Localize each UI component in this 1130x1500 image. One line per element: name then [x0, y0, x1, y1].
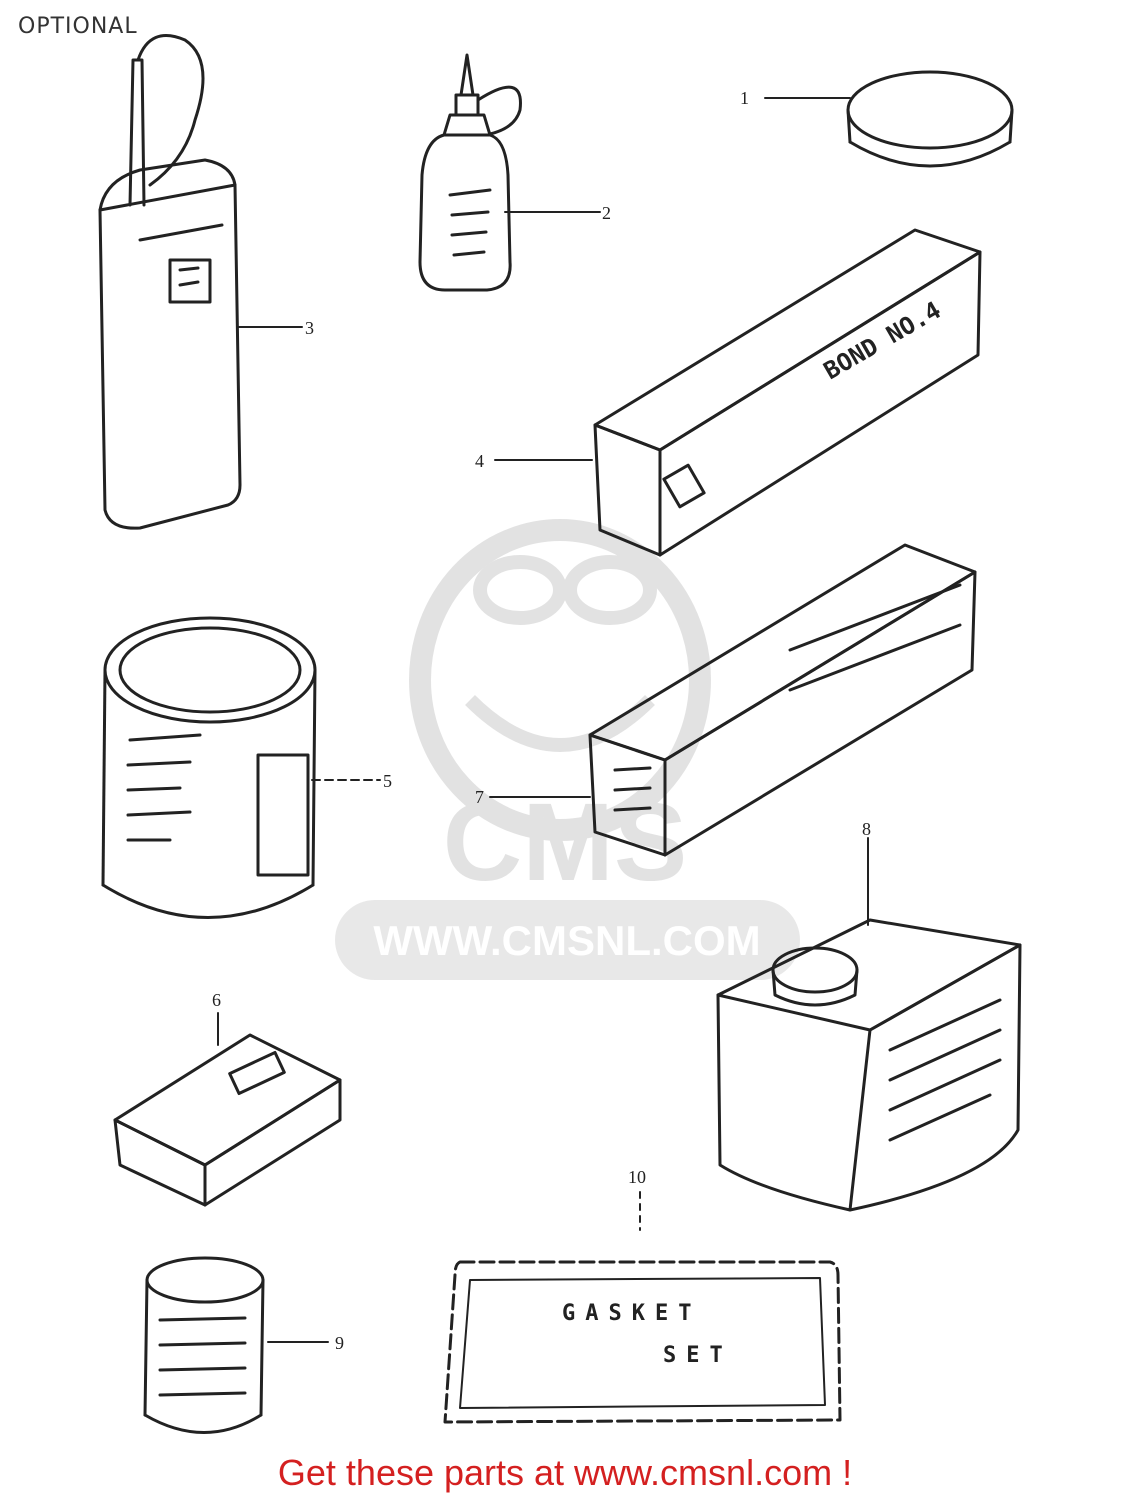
part-3-oil-can[interactable] — [100, 36, 240, 529]
leader-lines — [218, 98, 868, 1342]
part-10-gasket-set[interactable] — [445, 1262, 840, 1422]
part-6-small-box[interactable] — [115, 1035, 340, 1205]
callout-9[interactable]: 9 — [335, 1333, 344, 1353]
watermark-brand: CMS — [443, 781, 687, 904]
gasket-label-line1: GASKET — [562, 1301, 701, 1326]
footer-link[interactable]: Get these parts at www.cmsnl.com ! — [277, 1452, 853, 1493]
cms-watermark: CMS WWW.CMSNL.COM — [335, 530, 800, 980]
callout-10[interactable]: 10 — [628, 1167, 646, 1187]
part-1-cap[interactable] — [848, 72, 1012, 166]
page-title: OPTIONAL — [18, 14, 138, 39]
callout-6[interactable]: 6 — [212, 990, 221, 1010]
part-7-long-box[interactable] — [590, 545, 975, 855]
callout-4[interactable]: 4 — [475, 451, 484, 471]
callout-2[interactable]: 2 — [602, 203, 611, 223]
callout-8[interactable]: 8 — [862, 819, 871, 839]
part-9-small-tin[interactable] — [145, 1258, 263, 1433]
callout-3[interactable]: 3 — [305, 318, 314, 338]
callout-5[interactable]: 5 — [383, 771, 392, 791]
callout-1[interactable]: 1 — [740, 88, 749, 108]
gasket-label-line2: SET — [663, 1343, 733, 1368]
part-8-tin[interactable] — [718, 920, 1020, 1210]
callout-numbers: 1 2 3 4 5 6 7 8 9 10 — [212, 88, 871, 1353]
part-5-can[interactable] — [103, 618, 315, 918]
part-2-oil-bottle[interactable] — [420, 55, 520, 290]
callout-7[interactable]: 7 — [475, 787, 484, 807]
part-4-bond-box[interactable] — [595, 230, 980, 555]
watermark-url: WWW.CMSNL.COM — [373, 917, 760, 964]
